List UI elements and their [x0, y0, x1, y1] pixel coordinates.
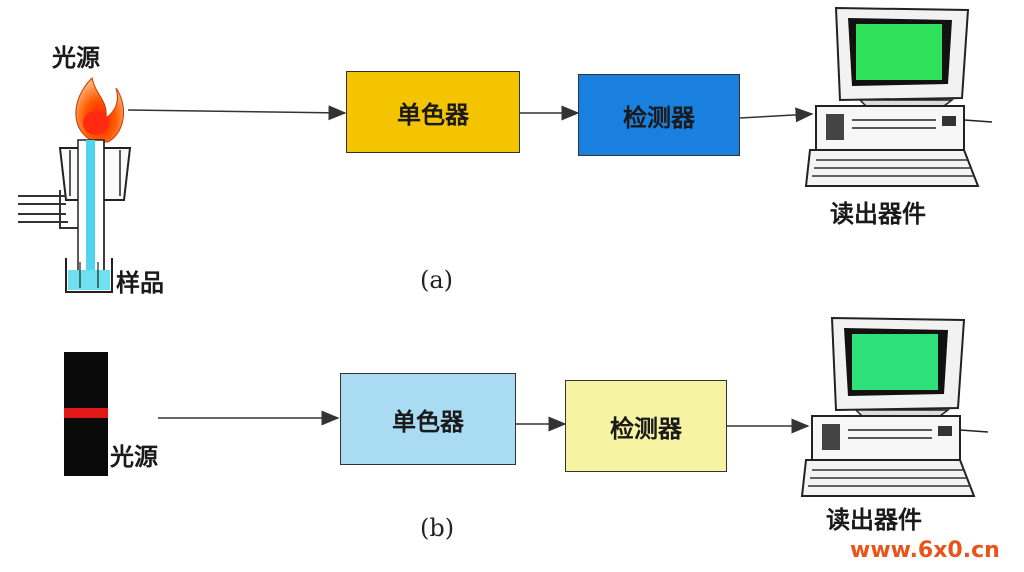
detector-box-a: 检测器	[578, 74, 740, 156]
readout-label-a: 读出器件	[830, 200, 926, 228]
light-source-label-a: 光源	[52, 44, 100, 72]
caption-a: (a)	[420, 266, 454, 294]
watermark: www.6x0.cn	[850, 538, 1000, 563]
monochromator-box-b: 单色器	[340, 373, 516, 465]
sample-label: 样品	[116, 269, 164, 297]
monochromator-label-b: 单色器	[392, 407, 464, 436]
hollow-cathode-lamp-icon	[64, 352, 108, 476]
flame-burner-icon	[18, 77, 132, 293]
monochromator-box-a: 单色器	[346, 71, 520, 153]
readout-label-b: 读出器件	[826, 506, 922, 534]
detector-label-b: 检测器	[610, 414, 682, 443]
caption-b: (b)	[420, 514, 455, 542]
light-source-label-b: 光源	[110, 443, 158, 471]
detector-box-b: 检测器	[565, 380, 727, 472]
monochromator-label-a: 单色器	[397, 100, 469, 129]
beam-arrow-a1	[127, 105, 347, 121]
beam-arrow-a3	[739, 107, 814, 123]
detector-label-a: 检测器	[623, 103, 695, 132]
computer-icon	[804, 6, 993, 187]
computer-icon	[800, 316, 989, 497]
